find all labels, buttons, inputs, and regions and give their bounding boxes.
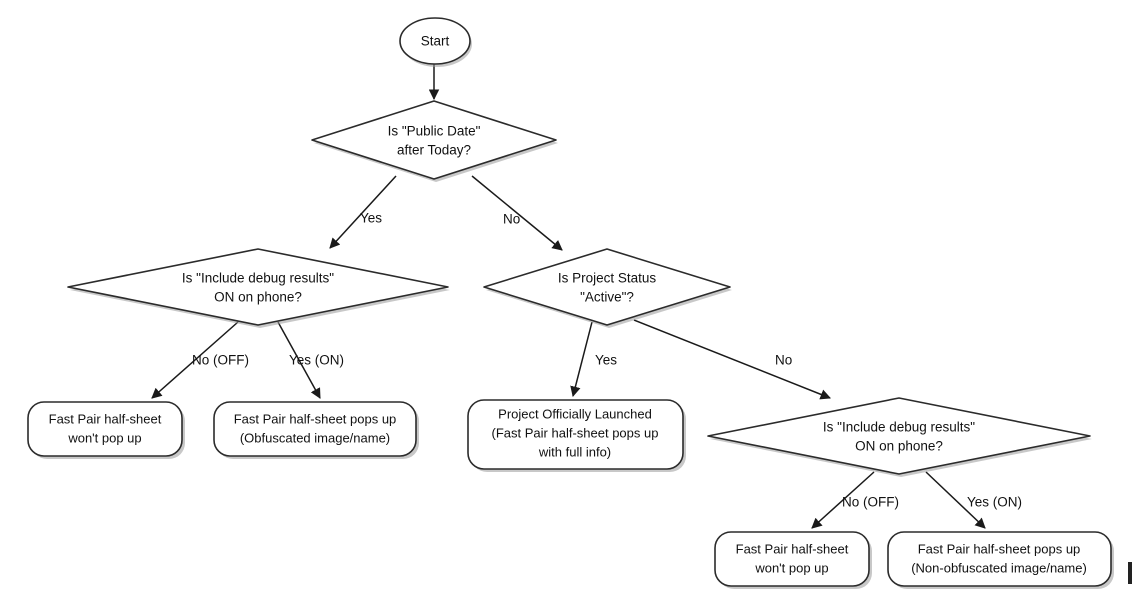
launched-line2: (Fast Pair half-sheet pops up xyxy=(492,425,659,440)
debug-right-diamond xyxy=(707,397,1091,475)
launched-line3: with full info) xyxy=(538,444,611,459)
edge-debug-right-no xyxy=(811,471,875,529)
edge-label-debug-left-yes: Yes (ON) xyxy=(289,353,344,368)
public-date-line2: after Today? xyxy=(397,143,471,158)
project-status-diamond xyxy=(483,248,731,326)
node-decision-project-status[interactable]: Is Project Status "Active"? xyxy=(483,248,732,328)
edge-label-project-status-no: No xyxy=(775,353,792,368)
start-ellipse xyxy=(399,17,471,65)
debug-right-line1: Is "Include debug results" xyxy=(823,420,975,435)
right-on-line1: Fast Pair half-sheet pops up xyxy=(918,541,1081,556)
debug-left-line2: ON on phone? xyxy=(214,290,302,305)
edge-debug-left-no xyxy=(151,321,239,399)
edges-layer xyxy=(151,64,986,529)
start-label: Start xyxy=(421,34,450,49)
edge-label-project-status-yes: Yes xyxy=(595,353,617,368)
edge-label-debug-right-no: No (OFF) xyxy=(842,495,899,510)
edge-debug-left-yes xyxy=(277,321,321,399)
node-result-left-off[interactable]: Fast Pair half-sheet won't pop up xyxy=(27,401,185,459)
node-decision-debug-right[interactable]: Is "Include debug results" ON on phone? xyxy=(707,397,1092,477)
node-result-left-on[interactable]: Fast Pair half-sheet pops up (Obfuscated… xyxy=(213,401,419,459)
edge-labels-layer: Yes No No (OFF) Yes (ON) Yes No No (OFF)… xyxy=(192,211,1022,510)
debug-left-line1: Is "Include debug results" xyxy=(182,271,334,286)
left-off-line2: won't pop up xyxy=(67,430,141,445)
edge-project-status-yes xyxy=(570,321,593,398)
launched-line1: Project Officially Launched xyxy=(498,406,652,421)
launched-box xyxy=(467,399,684,470)
node-result-launched[interactable]: Project Officially Launched (Fast Pair h… xyxy=(467,399,686,472)
left-off-line1: Fast Pair half-sheet xyxy=(49,411,162,426)
page-edge-tick xyxy=(1128,562,1132,584)
edge-public-date-yes xyxy=(329,175,397,249)
node-result-right-on[interactable]: Fast Pair half-sheet pops up (Non-obfusc… xyxy=(887,531,1114,589)
project-status-line1: Is Project Status xyxy=(558,271,657,286)
edge-project-status-no xyxy=(633,319,831,400)
public-date-diamond xyxy=(311,100,557,180)
left-off-box xyxy=(27,401,183,457)
right-off-box xyxy=(714,531,870,587)
edge-label-debug-left-no: No (OFF) xyxy=(192,353,249,368)
node-decision-public-date[interactable]: Is "Public Date" after Today? xyxy=(311,100,558,182)
right-off-line1: Fast Pair half-sheet xyxy=(736,541,849,556)
edge-debug-right-yes xyxy=(925,471,986,529)
node-start[interactable]: Start xyxy=(399,17,472,67)
public-date-line1: Is "Public Date" xyxy=(388,124,481,139)
project-status-line2: "Active"? xyxy=(580,290,634,305)
edge-public-date-no xyxy=(471,175,563,251)
edge-label-public-date-yes: Yes xyxy=(360,211,382,226)
left-on-line2: (Obfuscated image/name) xyxy=(240,430,390,445)
debug-right-line2: ON on phone? xyxy=(855,439,943,454)
edge-label-public-date-no: No xyxy=(503,212,520,227)
right-off-line2: won't pop up xyxy=(754,560,828,575)
node-decision-debug-left[interactable]: Is "Include debug results" ON on phone? xyxy=(67,248,450,328)
right-on-line2: (Non-obfuscated image/name) xyxy=(911,560,1087,575)
right-on-box xyxy=(887,531,1112,587)
left-on-box xyxy=(213,401,417,457)
left-on-line1: Fast Pair half-sheet pops up xyxy=(234,411,397,426)
node-result-right-off[interactable]: Fast Pair half-sheet won't pop up xyxy=(714,531,872,589)
debug-left-diamond xyxy=(67,248,449,326)
edge-label-debug-right-yes: Yes (ON) xyxy=(967,495,1022,510)
